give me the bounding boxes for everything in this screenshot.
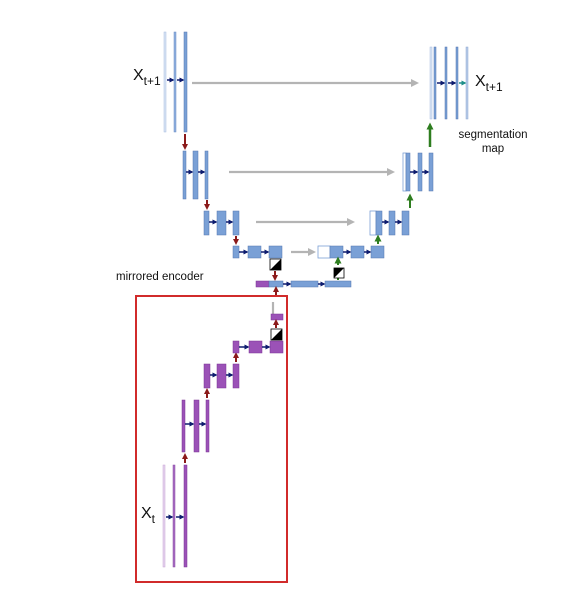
mirrored-encoder-level-1 xyxy=(162,453,188,568)
mirrored-bottleneck-level xyxy=(232,313,284,354)
encoder-level-1 xyxy=(163,31,188,150)
transpose-conv-icon xyxy=(333,267,345,279)
decoder-level-3 xyxy=(369,210,410,244)
decoder-level-4 xyxy=(317,245,385,280)
decoder-level-2 xyxy=(402,152,434,208)
mirrored-merge-row xyxy=(255,280,352,296)
mirrored-encoder-level-3 xyxy=(203,352,240,389)
input-label-bottom: Xt xyxy=(141,505,156,526)
encoder-level-2 xyxy=(182,150,210,210)
decoder-level-1 xyxy=(426,46,469,147)
output-label-top: Xt+1 xyxy=(475,73,503,94)
transpose-conv-icon xyxy=(270,328,283,341)
skip-connections xyxy=(192,79,419,315)
mirrored-encoder-level-2 xyxy=(181,388,210,453)
segmentation-map-label: segmentation map xyxy=(458,129,528,155)
bottleneck-level xyxy=(232,245,283,281)
encoder-level-3 xyxy=(203,210,240,245)
mirrored-encoder-label: mirrored encoder xyxy=(116,271,204,283)
input-label-top: Xt+1 xyxy=(133,67,161,88)
transpose-conv-icon xyxy=(269,258,282,271)
mirrored-encoder-frame xyxy=(135,295,288,583)
